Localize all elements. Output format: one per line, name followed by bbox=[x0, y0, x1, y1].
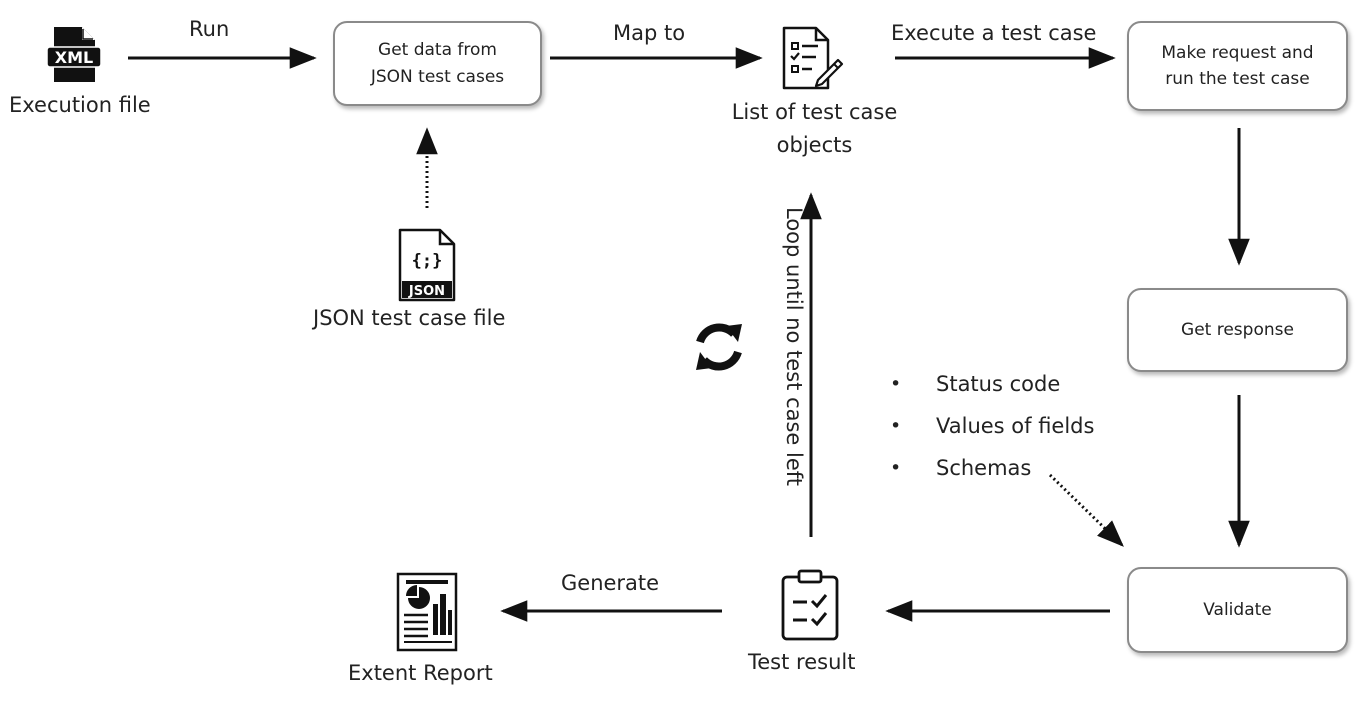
list-item: Values of fields bbox=[890, 410, 1094, 452]
json-file-icon: {;} JSON bbox=[398, 228, 456, 302]
refresh-icon bbox=[696, 323, 742, 371]
run-label: Run bbox=[189, 17, 230, 41]
checklist-icon bbox=[782, 26, 844, 90]
execution-file-label: Execution file bbox=[9, 93, 151, 117]
test-result-label: Test result bbox=[748, 650, 856, 674]
execute-label: Execute a test case bbox=[891, 21, 1097, 45]
json-text: JSON bbox=[408, 284, 445, 299]
get-data-box: Get data from JSON test cases bbox=[333, 21, 542, 106]
json-braces-text: {;} bbox=[412, 251, 443, 271]
json-test-case-file-label: JSON test case file bbox=[313, 306, 506, 330]
list-item: Schemas bbox=[890, 452, 1094, 494]
loop-label: Loop until no test case left bbox=[782, 207, 806, 487]
xml-text: XML bbox=[55, 48, 93, 67]
report-icon bbox=[396, 572, 458, 652]
generate-label: Generate bbox=[561, 571, 660, 595]
clipboard-icon bbox=[781, 569, 839, 641]
map-to-label: Map to bbox=[613, 21, 686, 45]
get-data-label: Get data from JSON test cases bbox=[370, 40, 505, 87]
validate-box: Validate bbox=[1127, 567, 1348, 653]
make-request-box: Make request and run the test case bbox=[1127, 21, 1348, 111]
validate-label: Validate bbox=[1203, 599, 1272, 620]
validation-list: Status code Values of fields Schemas bbox=[890, 368, 1094, 494]
extent-report-label: Extent Report bbox=[348, 661, 493, 685]
xml-file-icon: XML bbox=[46, 27, 102, 82]
list-of-test-case-objects-label: List of test case objects bbox=[731, 100, 898, 157]
get-response-label: Get response bbox=[1181, 319, 1294, 340]
list-item: Status code bbox=[890, 368, 1094, 410]
get-response-box: Get response bbox=[1127, 288, 1348, 372]
make-request-label: Make request and run the test case bbox=[1161, 42, 1314, 89]
